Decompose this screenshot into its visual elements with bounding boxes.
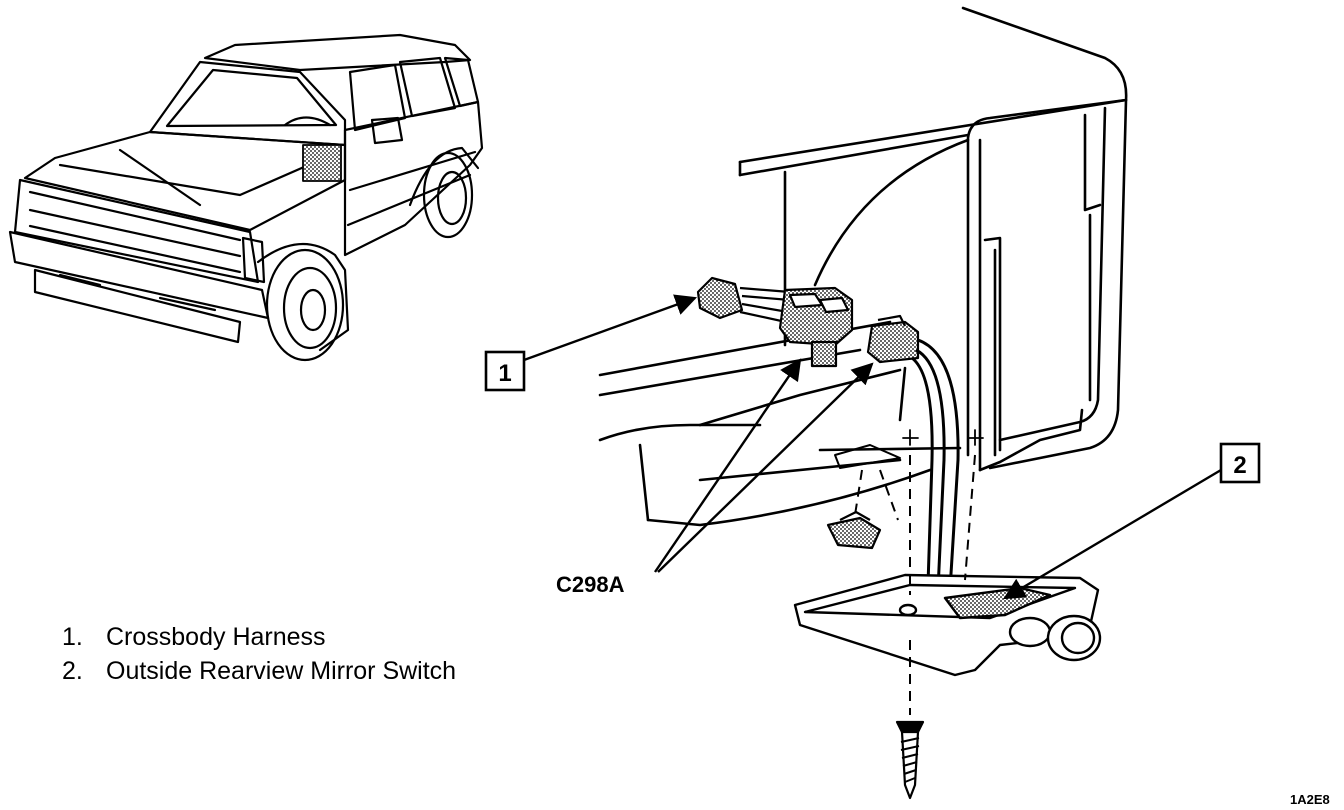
alignment-lines	[854, 454, 976, 715]
callout-2-leader	[1003, 468, 1222, 600]
vehicle-illustration	[8, 33, 484, 362]
c298a-leader-left	[654, 358, 802, 573]
figure-id: 1A2E8	[1290, 792, 1330, 807]
retainer-clip	[826, 510, 882, 550]
legend-item-number: 2.	[62, 657, 83, 685]
legend-item-text: Outside Rearview Mirror Switch	[106, 657, 457, 685]
legend-item: 2. Outside Rearview Mirror Switch	[62, 654, 456, 688]
legend-item-number: 1.	[62, 623, 83, 651]
c298a-leader-right	[657, 362, 874, 573]
screw	[895, 720, 925, 800]
door-panel-structure	[598, 6, 1128, 527]
parts-legend: 1. Crossbody Harness 2. Outside Rearview…	[62, 620, 456, 688]
legend-item-text: Crossbody Harness	[106, 623, 326, 651]
legend-item: 1. Crossbody Harness	[62, 620, 456, 654]
callout-1-leader	[523, 294, 698, 362]
callout-2: 2	[1003, 442, 1261, 600]
connector-label: C298A	[556, 572, 625, 597]
callout-1: 1	[484, 294, 698, 392]
mirror-switch	[793, 573, 1102, 677]
callout-1-label: 1	[498, 360, 511, 387]
connector-assembly	[696, 276, 960, 591]
callout-2-label: 2	[1233, 452, 1246, 479]
connector-c298a-callout: C298A	[556, 358, 874, 597]
